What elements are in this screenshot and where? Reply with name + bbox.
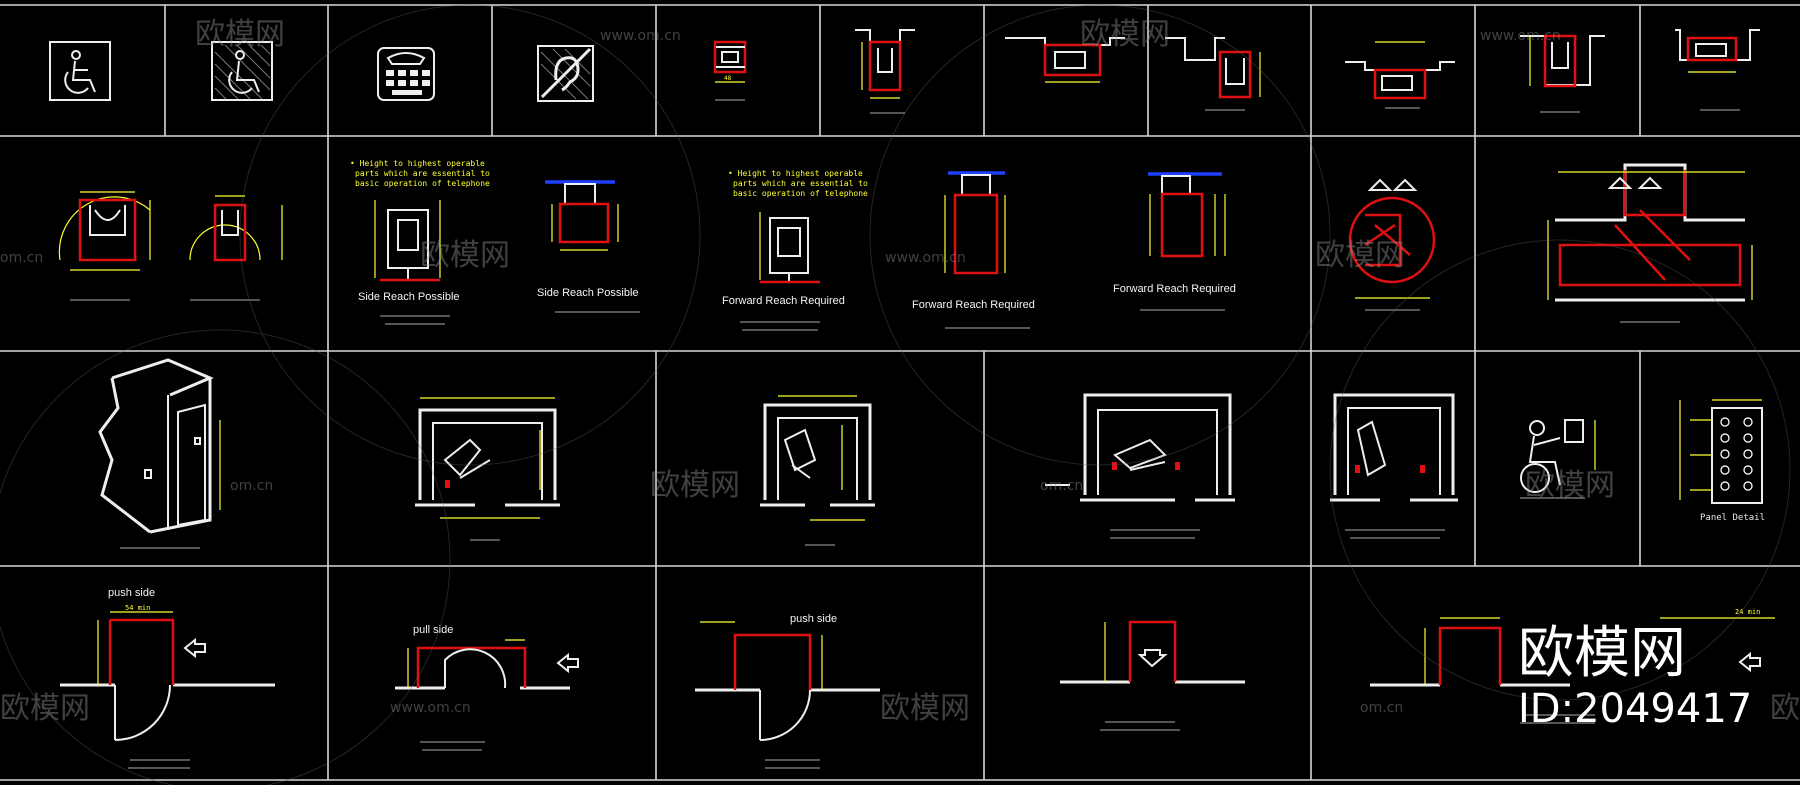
door-approach-latch-pull [395,639,579,751]
elevator-car-plan-4 [1330,393,1458,539]
height-note-line: parts which are essential to [733,179,868,188]
watermark-brand: 欧模网 [195,17,285,52]
watermark-brand: 欧模网 [1770,691,1800,726]
height-note-line: basic operation of telephone [733,189,868,198]
turning-space-plan-1 [58,191,151,301]
panel-detail-caption: Panel Detail [1700,513,1765,523]
height-note-line: basic operation of telephone [355,179,490,188]
watermark-brand: 欧模网 [1315,238,1405,273]
side-reach-label: Side Reach Possible [358,291,460,303]
watermark-brand: 欧模网 [650,468,740,503]
phone-plan-forward-reach-2 [1148,172,1226,258]
watermark-url: www.om.cn [390,700,471,716]
grid-frame [0,4,1800,781]
dimension-label: 54 min [125,604,150,612]
t-turning-space [1547,163,1753,323]
height-note-line: parts which are essential to [355,169,490,178]
phone-plan-side-reach [545,180,619,251]
watermark-url: www.om.cn [1480,28,1561,44]
watermark-brand: 欧模网 [880,691,970,726]
push-side-label: push side [108,587,155,599]
clearance-plan-3 [1005,37,1125,83]
elevator-car-plan-3 [1045,393,1235,539]
watermark-url: om.cn [230,478,273,494]
watermark-brand: 欧模网 [1080,17,1170,52]
tty-telephone-icon [377,47,435,101]
door-approach-side-sliding [1370,617,1775,724]
watermark-url: www.om.cn [885,250,966,266]
phone-plan-forward-reach-1 [944,171,1006,275]
elevator-car-plan-2 [760,395,875,546]
height-note-line: • Height to highest operable [728,169,863,178]
door-approach-latch-push [695,621,880,769]
forward-reach-label: Forward Reach Required [1113,283,1236,295]
control-panel-detail [1679,399,1763,504]
phone-elevation-side-reach [374,200,441,282]
pull-side-label: pull side [413,624,453,636]
side-reach-label: Side Reach Possible [537,287,639,299]
watermark-url: om.cn [1360,700,1403,716]
clearance-plan-5 [1345,41,1455,109]
door-approach-side-push [60,611,275,769]
turning-space-plan-2 [189,195,283,301]
push-side-label: push side [790,613,837,625]
forward-reach-label: Forward Reach Required [912,299,1035,311]
watermark-url: om.cn [1040,478,1083,494]
wheelchair-user-figure [1520,419,1596,499]
phone-elevation-forward-reach [759,212,820,284]
clearance-plan-6 [1520,34,1605,113]
height-note-line: • Height to highest operable [350,159,485,168]
watermark-url: www.om.cn [600,28,681,44]
elevator-isometric-view [98,358,221,549]
stamp-brand: 欧模网 [1518,621,1686,686]
watermark-layer: 欧模网 www.om.cn 欧模网 www.om.cn om.cn 欧模网 ww… [0,4,1800,785]
door-approach-front-sliding [1060,620,1245,731]
dimension-label: 24 min [1735,608,1760,616]
elevator-car-plan-1 [415,397,560,541]
watermark-brand: 欧模网 [0,691,90,726]
clearance-plan-2 [855,29,915,114]
stamp-id: ID:2049417 [1518,686,1752,732]
wheelchair-symbol-icon [49,41,111,101]
watermark-brand: 欧模网 [420,238,510,273]
hearing-assistance-icon [537,45,594,102]
svg-text:48: 48 [724,75,732,82]
clearance-plan-7 [1675,29,1760,111]
clearance-plan-4 [1165,37,1261,111]
watermark-url: om.cn [0,250,43,266]
wheelchair-symbol-hatched-icon [211,41,273,101]
circular-turning-space [1348,178,1436,311]
forward-reach-label: Forward Reach Required [722,295,845,307]
watermark-brand: 欧模网 [1525,468,1615,503]
clearance-plan-1: 48 [713,40,747,101]
